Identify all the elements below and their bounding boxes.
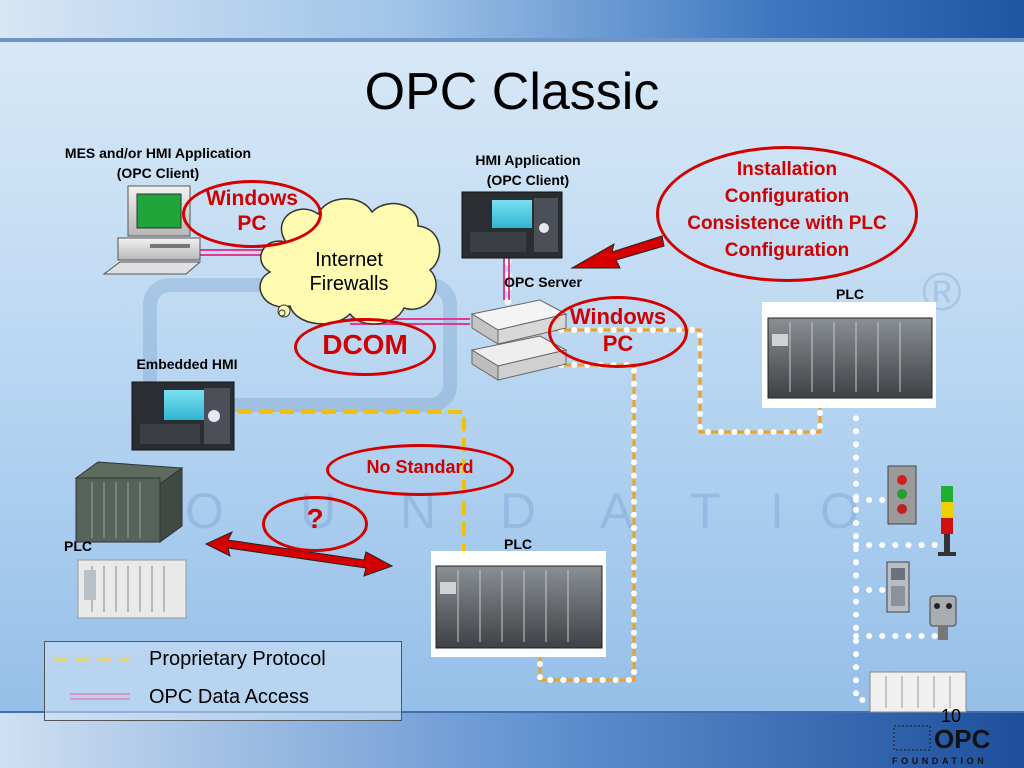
sensor-icon [929,595,957,640]
legend-opc-da-label: OPC Data Access [149,686,310,708]
windows-pc-left-oval [182,180,322,248]
dcom-text: DCOM [322,329,408,360]
plc-center-label: PLC [504,536,532,552]
logo-foundation-text: FOUNDATION [892,756,987,766]
windows-pc-right-line1: Windows [569,304,667,329]
watermark-letter: D [500,483,536,539]
watermark-letter: T [690,483,721,539]
windows-pc-right-line2: PC [602,331,634,356]
mes-hmi-label-line1: MES and/or HMI Application [64,145,252,161]
watermark-letter: I [770,483,784,539]
opc-server-icon [470,299,568,381]
windows-pc-left-line1: Windows [206,187,298,210]
hmi-app-label: HMI Application (OPC Client) [440,150,616,190]
windows-pc-left-line2: PC [237,212,267,235]
opc-foundation-logo: OPC FOUNDATION [892,724,991,766]
windows-pc-right-text: Windows PC [548,303,688,357]
installation-line1: Installation [736,159,838,180]
windows-pc-right-oval [548,296,688,368]
plc-rack-center [431,551,606,657]
hmi-app-label-line1: HMI Application [475,152,581,168]
bottom-banner-rule [0,711,1024,714]
windows-pc-left-text: Windows PC [182,186,322,236]
mes-hmi-label: MES and/or HMI Application (OPC Client) [30,143,286,183]
legend-box: Proprietary Protocol OPC Data Access [44,641,402,721]
io-module-icon [886,561,910,613]
hmi-application-panel [461,191,563,259]
no-standard-arrow [204,530,394,577]
plc-right-label: PLC [836,286,864,302]
question-text: ? [306,503,324,534]
top-banner [0,0,1024,38]
mes-hmi-label-line2: (OPC Client) [116,165,200,181]
bottom-banner [0,713,1024,768]
compact-io-icon [869,671,967,713]
config-arrow [570,235,665,269]
watermark-letter: A [600,483,634,539]
embedded-hmi-panel [131,381,235,451]
installation-line2: Configuration [724,186,850,207]
pushbutton-station-icon [887,465,917,525]
internet-firewalls-line2: Firewalls [309,273,389,295]
stack-light-icon [938,486,956,556]
question-oval [262,496,368,552]
embedded-hmi-label: Embedded HMI [136,356,238,372]
internet-firewalls-text: Internet Firewalls [274,248,424,296]
plc-left-label: PLC [64,538,92,554]
installation-config-text: Installation Configuration Consistence w… [656,156,918,264]
plc-left-icon [74,461,187,619]
slide-title: OPC Classic [364,63,660,121]
logo-text: OPC [934,724,991,754]
opc-server-label: OPC Server [504,274,582,290]
watermark-letter: O [185,483,224,539]
hmi-app-label-line2: (OPC Client) [486,172,570,188]
mes-pc-icon [102,185,202,275]
no-standard-text: No Standard [366,457,474,477]
proprietary-links [238,410,466,552]
legend-proprietary-label: Proprietary Protocol [149,648,326,670]
installation-config-oval [656,146,918,282]
no-standard-oval [326,444,514,496]
internet-firewalls-line1: Internet [315,249,383,271]
watermark-letter: O [820,483,859,539]
plc-rack-right [762,302,936,408]
top-banner-rule [0,38,1024,42]
dcom-oval [294,318,436,376]
proprietary-link-embedded-hmi [238,410,466,552]
installation-line4: Configuration [724,240,850,261]
installation-line3: Consistence with PLC [687,213,887,234]
page-number: 10 [940,706,962,726]
